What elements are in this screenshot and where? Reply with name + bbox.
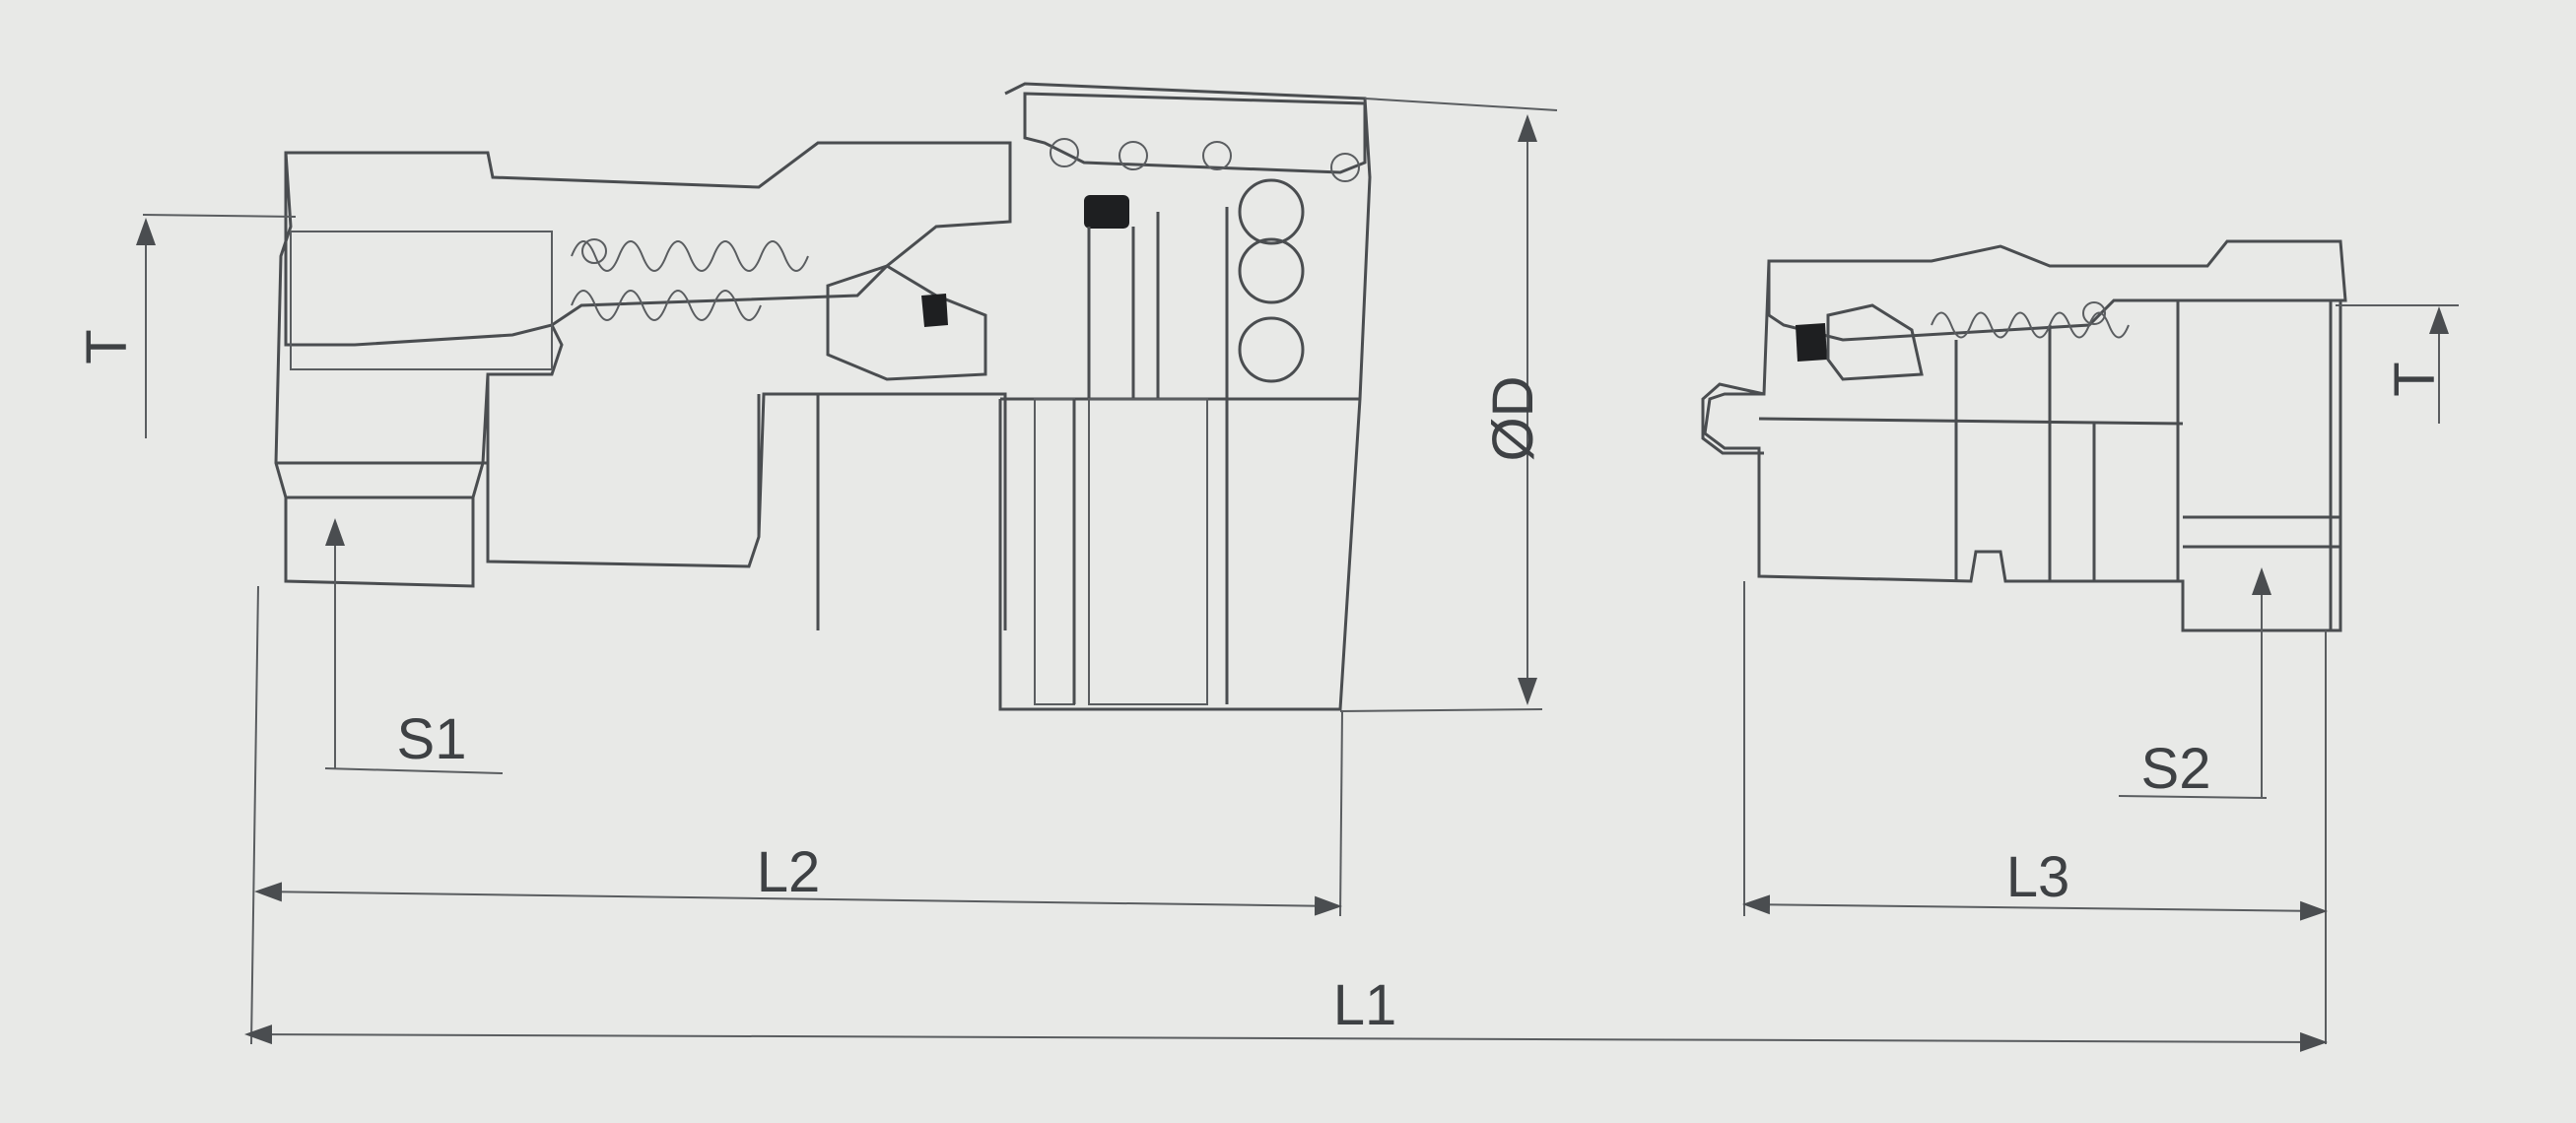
locking-ball: [1238, 178, 1305, 245]
knurled-grip: [1088, 398, 1208, 705]
detent-ball: [1050, 138, 1079, 167]
o-ring-seal: [1084, 195, 1129, 229]
body-lower-outline: [486, 374, 1007, 630]
locking-ball: [1238, 237, 1305, 304]
dimension-lines: [136, 98, 2459, 1052]
label-t-left: T: [75, 329, 139, 363]
nipple-seal: [1796, 323, 1827, 362]
sleeve-hatch-top: [1023, 92, 1367, 174]
label-l2: L2: [757, 840, 821, 904]
male-nipple: [1701, 239, 2347, 632]
knurled-grip: [1034, 398, 1075, 705]
thread-bore: [290, 231, 553, 370]
nipple-centerline: [1758, 417, 2184, 426]
coupler-body-section: [284, 141, 1012, 347]
l2-right-extension: [1339, 710, 1343, 917]
s2-underline: [2118, 795, 2268, 799]
label-s1: S1: [397, 707, 467, 771]
l2-dimline: [254, 882, 1342, 916]
label-l1: L1: [1333, 973, 1397, 1037]
nipple-tip: [1701, 382, 1765, 455]
valve-poppet: [826, 264, 987, 381]
label-t-right: T: [2383, 362, 2447, 396]
label-s2: S2: [2141, 737, 2211, 801]
hex-socket-outline: [274, 152, 564, 588]
spring-coils: [571, 238, 809, 321]
l-left-extension: [250, 585, 259, 1045]
nipple-body-section: [1767, 239, 2347, 342]
dimension-labels: T T ØD S1 S2 L2 L3 L1: [75, 329, 2447, 1037]
od-extension-top: [1364, 98, 1558, 111]
od-extension-bottom: [1339, 708, 1543, 712]
nipple-poppet: [1826, 303, 1924, 381]
detent-ball: [1119, 141, 1148, 170]
label-od: ØD: [1481, 376, 1545, 462]
detent-ball: [1202, 141, 1232, 170]
label-l3: L3: [2006, 845, 2070, 909]
l1-dimline: [244, 1024, 2328, 1052]
poppet-seal: [921, 294, 948, 327]
female-coupler: [274, 82, 1372, 711]
t-left-extension: [142, 214, 297, 218]
nipple-spring: [1931, 301, 2130, 339]
locking-sleeve: [998, 82, 1372, 711]
locking-ball: [1238, 316, 1305, 383]
nipple-outline: [1703, 260, 2342, 632]
detent-ball: [1330, 153, 1360, 182]
s1-underline: [324, 767, 504, 774]
l3-dimline: [1742, 894, 2328, 921]
